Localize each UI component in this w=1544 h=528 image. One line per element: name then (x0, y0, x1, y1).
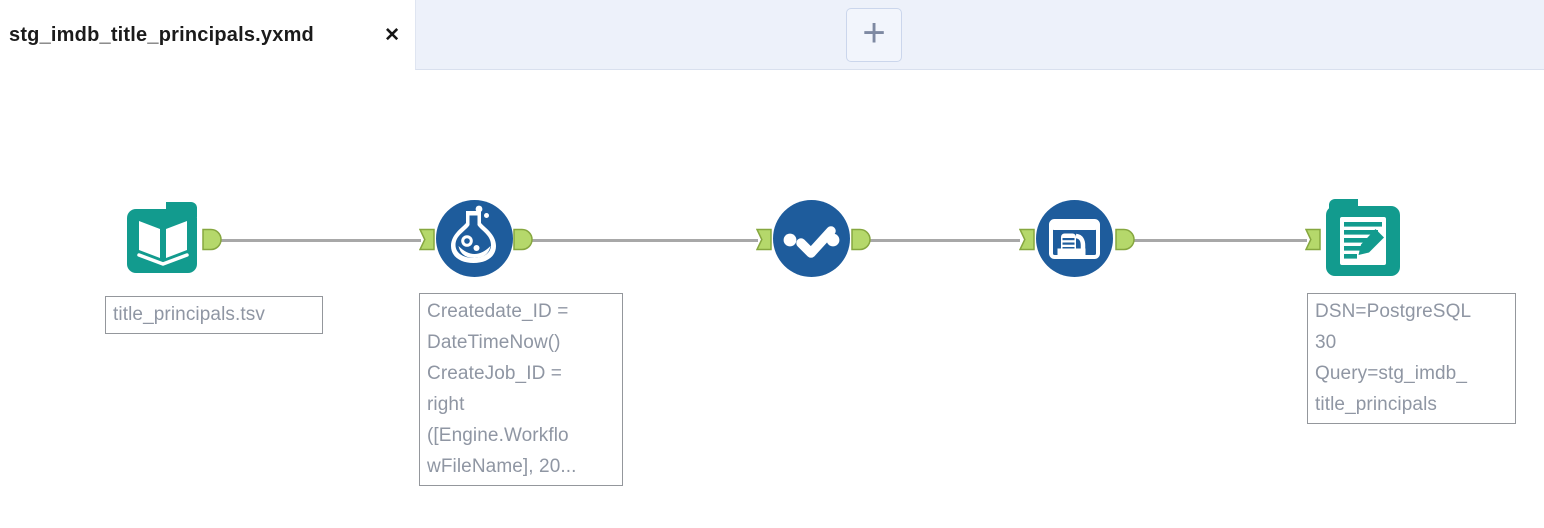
output-anchor[interactable] (202, 228, 222, 256)
select-check-icon (773, 200, 850, 277)
tool-formula[interactable] (436, 200, 513, 282)
close-tab-icon[interactable]: ✕ (384, 25, 400, 46)
tool-output-data[interactable] (1323, 196, 1403, 284)
connection-wire[interactable] (532, 239, 758, 242)
tab-bar: + (415, 0, 1544, 70)
connection-wire[interactable] (221, 239, 421, 242)
tool-data-cleansing[interactable] (1036, 200, 1113, 282)
tool-annotation[interactable]: title_principals.tsv (105, 296, 323, 334)
workflow-canvas[interactable]: title_principals.tsv Createdate_ID = Dat… (0, 71, 1544, 528)
input-anchor[interactable] (1018, 228, 1035, 256)
workflow-tab-title: stg_imdb_title_principals.yxmd (9, 24, 314, 46)
data-cleansing-icon (1036, 200, 1113, 277)
formula-flask-icon (436, 200, 513, 277)
output-anchor[interactable] (851, 228, 871, 256)
input-anchor[interactable] (755, 228, 772, 256)
connection-wire[interactable] (869, 239, 1020, 242)
tool-input-data[interactable] (124, 199, 202, 282)
output-anchor[interactable] (513, 228, 533, 256)
tool-annotation[interactable]: DSN=PostgreSQL 30 Query=stg_imdb_ title_… (1307, 293, 1516, 424)
plus-icon: + (862, 11, 886, 55)
workflow-tab[interactable]: stg_imdb_title_principals.yxmd ✕ (0, 0, 415, 71)
input-anchor[interactable] (1304, 228, 1321, 256)
input-data-icon (127, 202, 197, 273)
output-anchor[interactable] (1115, 228, 1135, 256)
tool-annotation[interactable]: Createdate_ID = DateTimeNow() CreateJob_… (419, 293, 623, 486)
tool-select[interactable] (773, 200, 850, 282)
connection-wire[interactable] (1134, 239, 1307, 242)
new-tab-button[interactable]: + (846, 8, 902, 62)
output-data-icon (1326, 199, 1400, 276)
input-anchor[interactable] (418, 228, 435, 256)
